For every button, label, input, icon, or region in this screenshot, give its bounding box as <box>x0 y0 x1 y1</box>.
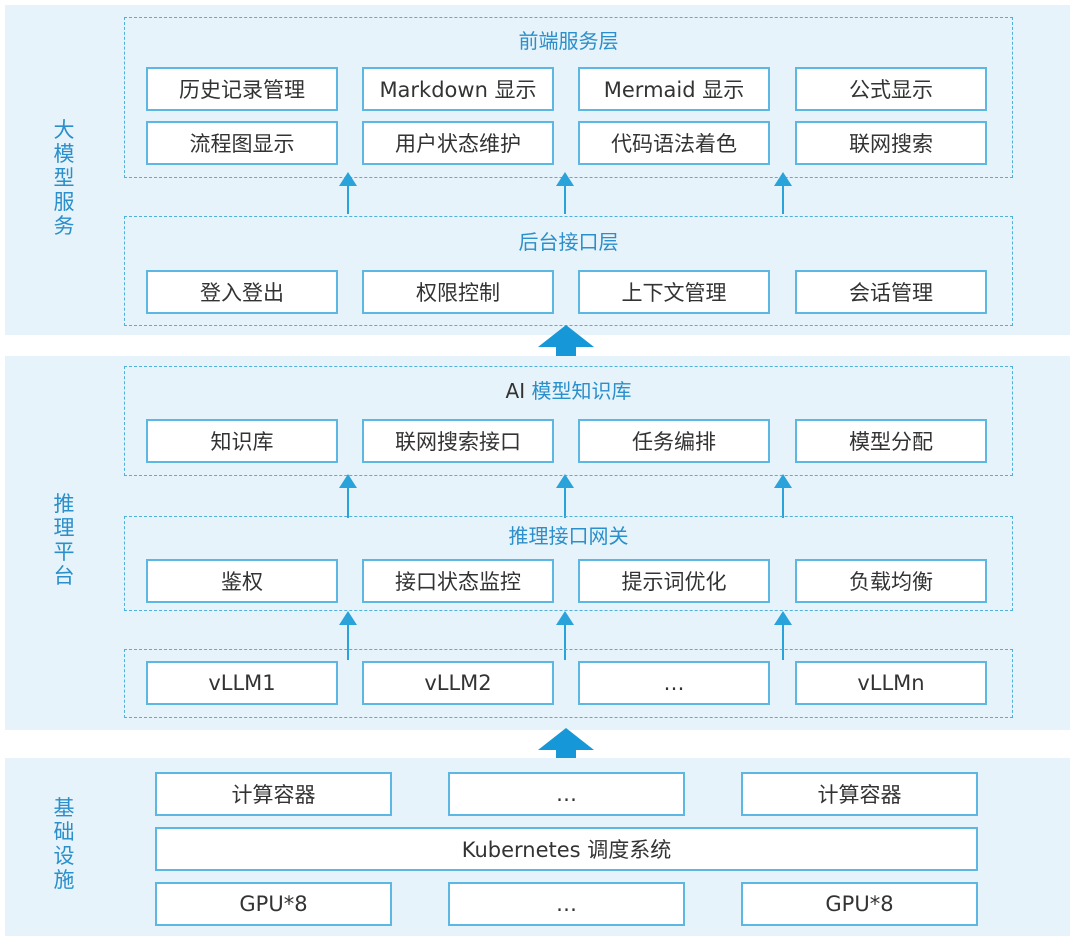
feature-login-logout: 登入登出 <box>146 270 338 314</box>
knowledge-title-main: 模型知识库 <box>531 379 632 403</box>
gpu-node: GPU*8 <box>741 882 978 926</box>
gateway-layer: 推理接口网关 <box>124 516 1013 611</box>
feature-web-search-api: 联网搜索接口 <box>362 419 554 463</box>
feature-knowledge-base: 知识库 <box>146 419 338 463</box>
vllm-instance-ellipsis: … <box>578 661 770 705</box>
compute-container-ellipsis: … <box>448 772 685 816</box>
frontend-layer-title: 前端服务层 <box>518 29 619 53</box>
knowledge-title-prefix: AI <box>505 379 532 403</box>
compute-container: 计算容器 <box>155 772 392 816</box>
feature-code-highlight: 代码语法着色 <box>578 121 770 165</box>
backend-layer-title: 后台接口层 <box>518 230 619 254</box>
gpu-node-ellipsis: … <box>448 882 685 926</box>
kubernetes-scheduler: Kubernetes 调度系统 <box>155 827 978 871</box>
feature-api-monitoring: 接口状态监控 <box>362 559 554 603</box>
vllm-instance-2: vLLM2 <box>362 661 554 705</box>
inference-platform-label: 推理平台 <box>53 492 75 588</box>
feature-model-allocation: 模型分配 <box>795 419 987 463</box>
feature-flowchart-display: 流程图显示 <box>146 121 338 165</box>
feature-markdown-display: Markdown 显示 <box>362 67 554 111</box>
feature-session-management: 会话管理 <box>795 270 987 314</box>
feature-task-orchestration: 任务编排 <box>578 419 770 463</box>
vllm-instance-1: vLLM1 <box>146 661 338 705</box>
gpu-node: GPU*8 <box>155 882 392 926</box>
vllm-instance-n: vLLMn <box>795 661 987 705</box>
infrastructure-label: 基础设施 <box>53 796 75 892</box>
feature-context-management: 上下文管理 <box>578 270 770 314</box>
feature-user-state: 用户状态维护 <box>362 121 554 165</box>
knowledge-layer-title: AI 模型知识库 <box>125 378 1012 404</box>
vllm-layer <box>124 649 1013 718</box>
feature-formula-display: 公式显示 <box>795 67 987 111</box>
llm-service-label: 大模型服务 <box>53 118 75 238</box>
gateway-layer-title: 推理接口网关 <box>508 524 629 548</box>
feature-authentication: 鉴权 <box>146 559 338 603</box>
feature-mermaid-display: Mermaid 显示 <box>578 67 770 111</box>
feature-permission-control: 权限控制 <box>362 270 554 314</box>
feature-history-management: 历史记录管理 <box>146 67 338 111</box>
feature-load-balancing: 负载均衡 <box>795 559 987 603</box>
feature-prompt-optimization: 提示词优化 <box>578 559 770 603</box>
compute-container: 计算容器 <box>741 772 978 816</box>
feature-web-search: 联网搜索 <box>795 121 987 165</box>
